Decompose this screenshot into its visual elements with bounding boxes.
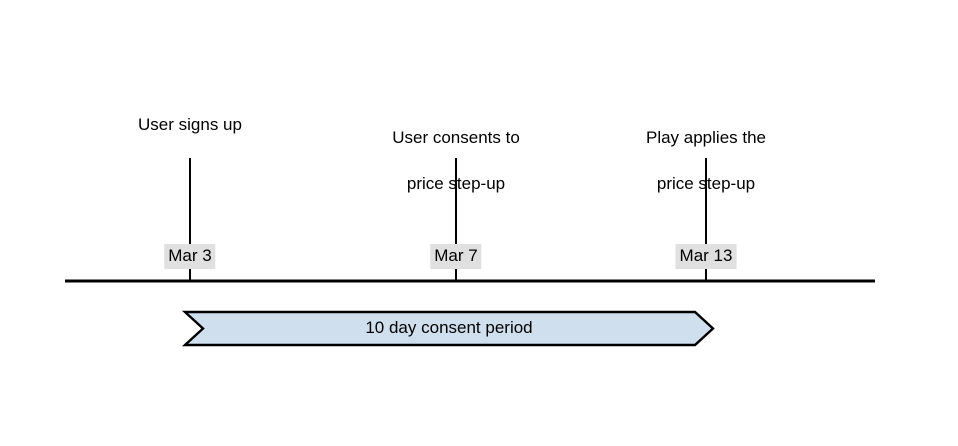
date-chip-consent: Mar 7 (430, 244, 482, 269)
consent-period-band-shape (181, 310, 715, 347)
date-chip-apply: Mar 13 (675, 244, 737, 269)
date-chip-signup: Mar 3 (164, 244, 216, 269)
